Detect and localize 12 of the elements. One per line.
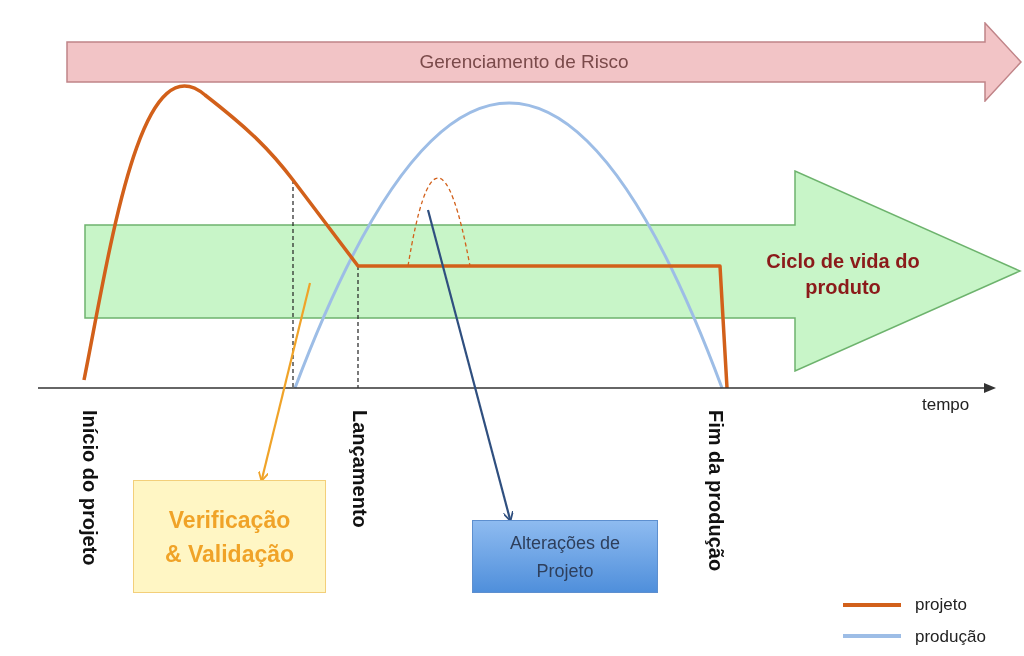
arrow-label: Ciclo de vida do produto [765,249,921,300]
band-label: Gerenciamento de Risco [418,49,630,74]
milestone-label: Fim da produção [704,410,728,572]
process-box: Verificação & Validação [133,480,326,593]
legend-label: produção [915,625,986,648]
axis-label: tempo [922,394,970,416]
arrow [426,209,514,522]
milestone-label: Início do projeto [78,410,102,566]
legend-label: projeto [915,594,967,616]
milestone-label: Lançamento [348,410,372,528]
arrow [257,282,312,482]
process-box: Alterações de Projeto [472,520,658,593]
